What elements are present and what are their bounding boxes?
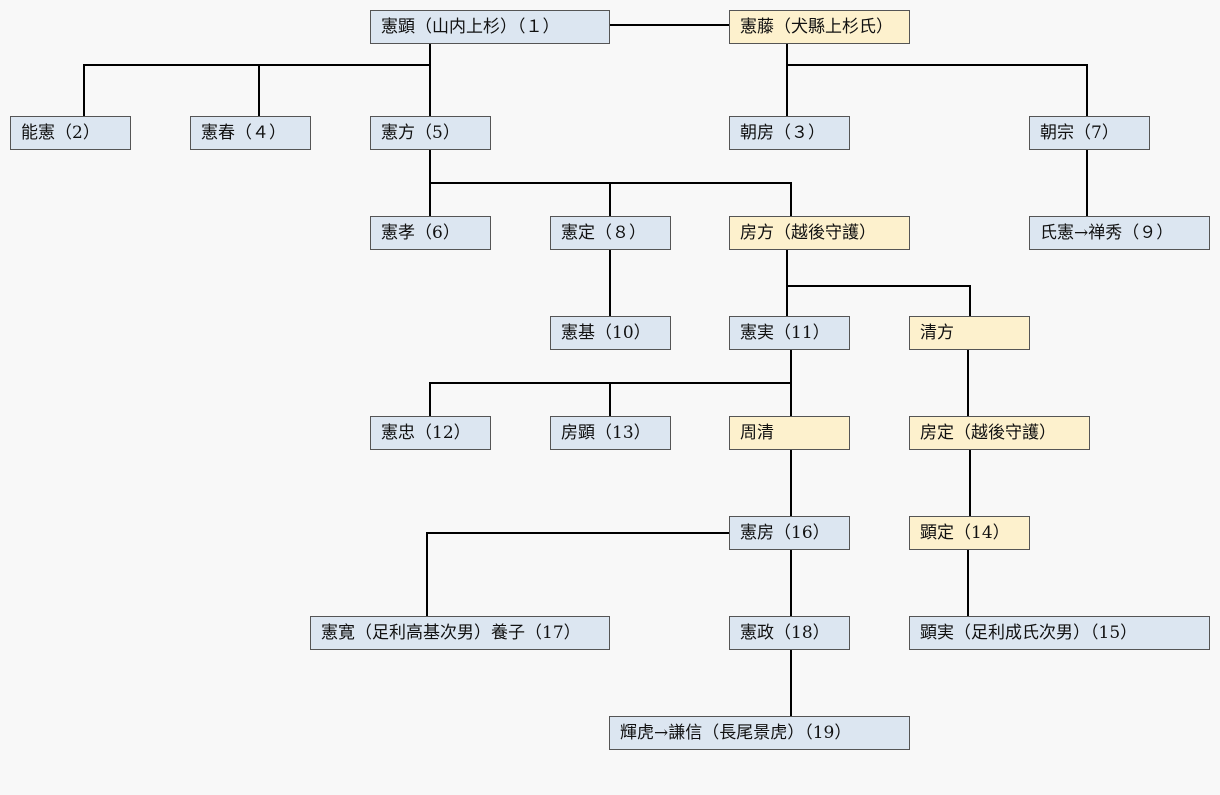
node-norizane: 憲実（11） [729,316,850,350]
node-norikata: 憲方（5） [370,116,491,150]
node-akisada: 顕定（14） [909,516,1030,550]
node-fusasada: 房定（越後守護） [909,416,1090,450]
node-norimoto: 憲基（10） [550,316,671,350]
node-fusaaki: 房顕（13） [550,416,671,450]
node-fusakata: 房方（越後守護） [729,216,910,250]
node-akizane: 顕実（足利成氏次男）（15） [909,616,1210,650]
node-yoshinori: 能憲（2） [10,116,131,150]
node-norisada: 憲定（８） [550,216,671,250]
node-norihiro: 憲寛（足利高基次男）養子（17） [310,616,610,650]
node-noriaki: 憲顕（山内上杉）（１） [370,10,610,44]
node-tomofusa: 朝房（３） [729,116,850,150]
node-tomomune: 朝宗（7） [1029,116,1150,150]
node-kiyokata: 清方 [909,316,1030,350]
node-noritada: 憲忠（12） [370,416,491,450]
node-noriharu: 憲春（４） [190,116,311,150]
node-norifusa: 憲房（16） [729,516,850,550]
node-terutora: 輝虎→謙信（長尾景虎）（19） [609,716,910,750]
node-norimasa: 憲政（18） [729,616,850,650]
node-norifuji: 憲藤（犬縣上杉氏） [729,10,910,44]
node-noritaka: 憲孝（6） [370,216,491,250]
node-chikakiyo: 周清 [729,416,850,450]
node-ujinori: 氏憲→禅秀（９） [1029,216,1210,250]
